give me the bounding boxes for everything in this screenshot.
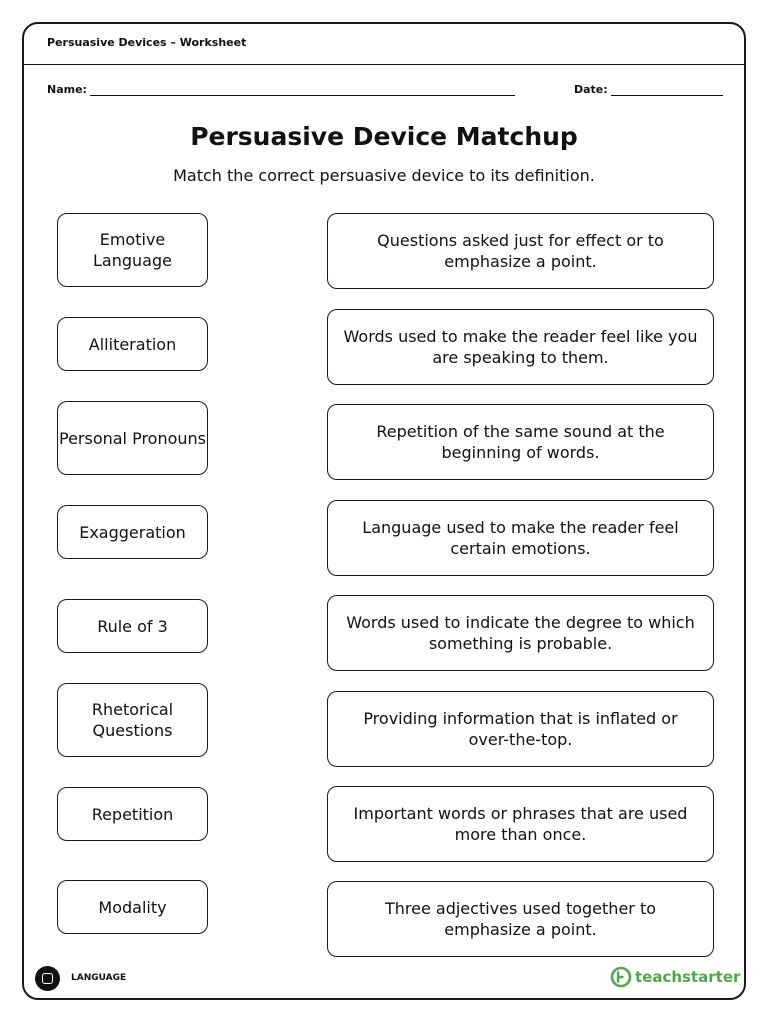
definition-box: Words used to indicate the degree to whi… xyxy=(327,595,714,671)
brand-logo: teachstarter xyxy=(610,966,740,988)
date-label: Date: xyxy=(574,83,608,96)
subject-icon xyxy=(35,966,60,991)
definition-box: Providing information that is inflated o… xyxy=(327,691,714,767)
term-box: Repetition xyxy=(57,787,208,841)
page-title: Persuasive Device Matchup xyxy=(190,122,578,151)
brand-name: teachstarter xyxy=(635,968,741,986)
definition-box: Words used to make the reader feel like … xyxy=(327,309,714,385)
worksheet-header-title: Persuasive Devices – Worksheet xyxy=(47,36,247,49)
name-field: Name: xyxy=(47,83,515,96)
term-box: Emotive Language xyxy=(57,213,208,287)
definition-box: Language used to make the reader feel ce… xyxy=(327,500,714,576)
worksheet-page: Persuasive Devices – Worksheet Name: Dat… xyxy=(22,22,746,1000)
definition-box: Repetition of the same sound at the begi… xyxy=(327,404,714,480)
term-box: Personal Pronouns xyxy=(57,401,208,475)
name-label: Name: xyxy=(47,83,87,96)
term-box: Rhetorical Questions xyxy=(57,683,208,757)
definition-box: Three adjectives used together to emphas… xyxy=(327,881,714,957)
definition-box: Important words or phrases that are used… xyxy=(327,786,714,862)
date-line xyxy=(610,85,723,96)
subject-icon-glyph xyxy=(42,973,53,984)
teachstarter-logo-icon xyxy=(610,966,632,988)
page-subtitle: Match the correct persuasive device to i… xyxy=(173,166,595,185)
date-field: Date: xyxy=(574,83,723,96)
term-box: Modality xyxy=(57,880,208,934)
subject-label: LANGUAGE xyxy=(71,973,127,983)
term-box: Alliteration xyxy=(57,317,208,371)
definition-box: Questions asked just for effect or to em… xyxy=(327,213,714,289)
term-box: Rule of 3 xyxy=(57,599,208,653)
name-line xyxy=(89,85,515,96)
header-bar: Persuasive Devices – Worksheet xyxy=(24,24,744,65)
term-box: Exaggeration xyxy=(57,505,208,559)
